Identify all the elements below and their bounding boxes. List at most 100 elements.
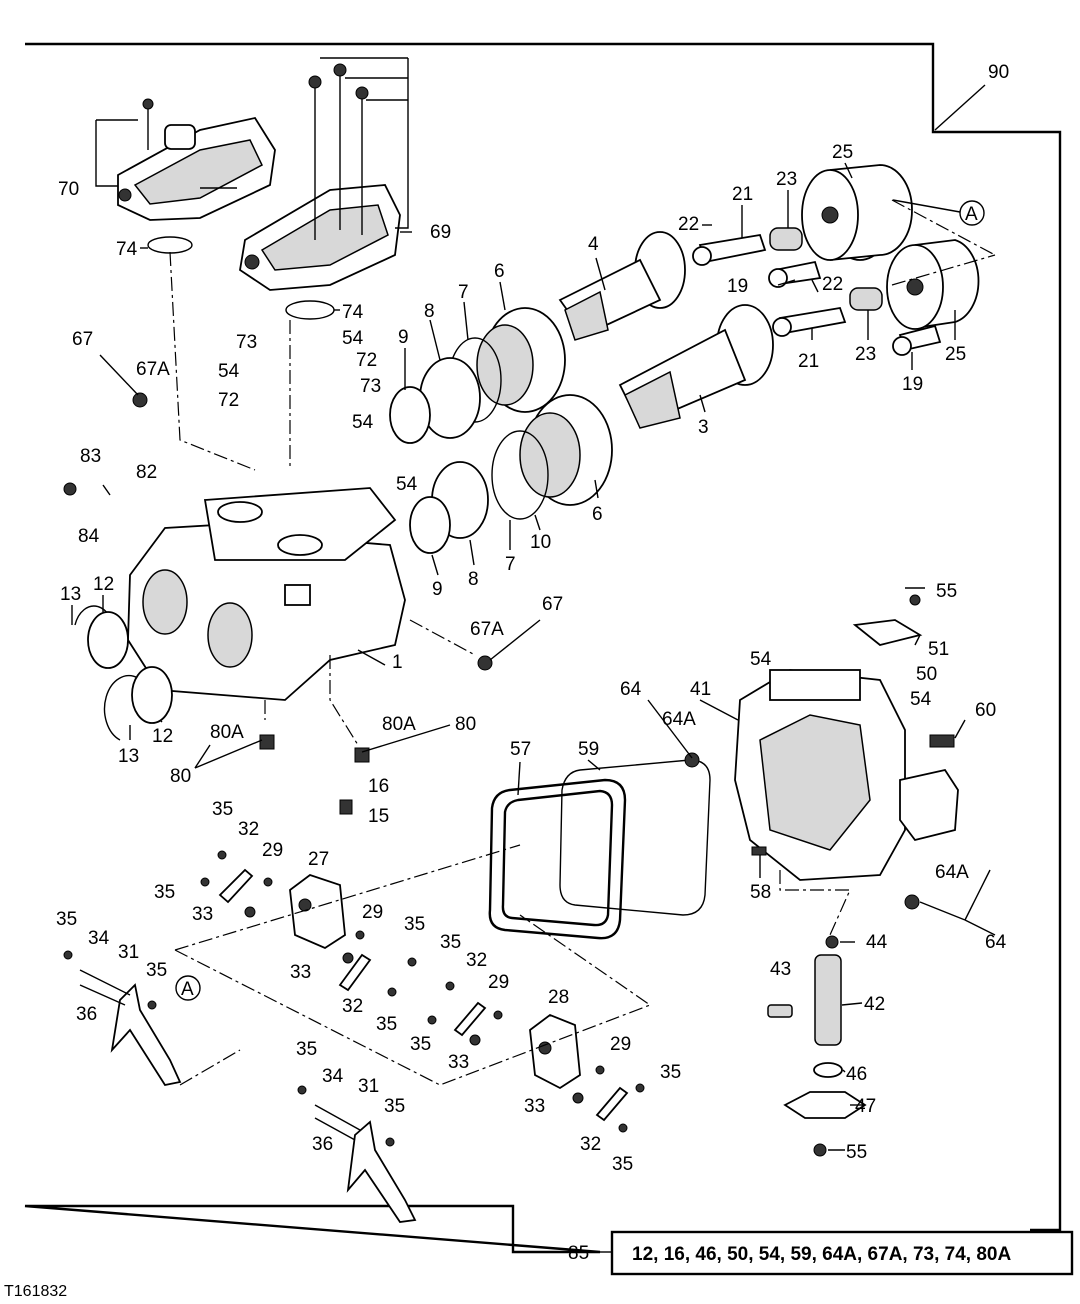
shift-fork-31-b (314, 1104, 417, 1223)
view-marker-circle (959, 200, 985, 226)
callout: 34 (88, 928, 110, 949)
callout: 35 (612, 1154, 633, 1175)
fasteners-35 (63, 850, 645, 1147)
callout-labels: 90 25 23 21 22 19 22 21 23 19 25 A 4 6 7… (56, 62, 1009, 1175)
stem-42-cap-47 (684, 734, 955, 1157)
callout: 64 (620, 679, 642, 700)
callout: 80 (455, 714, 476, 735)
callout: 74 (116, 239, 138, 260)
callout: 51 (928, 639, 949, 660)
view-marker-circle (175, 975, 201, 1001)
callout: 29 (262, 840, 283, 861)
callout: 67A (136, 359, 170, 380)
callout: 80 (170, 766, 191, 787)
callout: 35 (212, 799, 233, 820)
callout: 82 (136, 462, 157, 483)
callout: 35 (376, 1014, 397, 1035)
figure-id: T161832 (4, 1283, 67, 1300)
snap-rings-13-seals-12 (74, 605, 173, 741)
callout: 50 (916, 664, 937, 685)
seal-57 (488, 778, 627, 940)
callout: 67 (542, 594, 563, 615)
detent-housing-27 (289, 873, 346, 950)
callout: 32 (342, 996, 363, 1017)
callout: 32 (466, 950, 487, 971)
pistons-21-19 (692, 233, 942, 356)
callout: 35 (56, 909, 77, 930)
callout: 35 (404, 914, 425, 935)
callout: 80A (382, 714, 416, 735)
callout: 7 (458, 282, 469, 303)
callout: 59 (578, 739, 599, 760)
callout: 35 (440, 932, 461, 953)
callout: 34 (322, 1066, 344, 1087)
callout: 54 (342, 328, 364, 349)
shift-fork-31-a (79, 969, 182, 1087)
callout: 3 (698, 417, 709, 438)
callout: 6 (592, 504, 603, 525)
callout: 29 (610, 1034, 631, 1055)
callout: 73 (236, 332, 257, 353)
cylinder-block-25-a (801, 164, 913, 261)
callout: 64A (662, 709, 696, 730)
callout: 44 (866, 932, 888, 953)
callout: 1 (392, 652, 403, 673)
callout: 54 (218, 361, 240, 382)
callout: 41 (690, 679, 711, 700)
valve-69 (239, 63, 401, 291)
callout: 54 (750, 649, 772, 670)
seal-74-a (147, 236, 193, 254)
callout: 25 (945, 344, 966, 365)
callout: 54 (352, 412, 374, 433)
callout: 54 (910, 689, 932, 710)
callout: 33 (448, 1052, 469, 1073)
callout: 25 (832, 142, 853, 163)
callout: 57 (510, 739, 531, 760)
callout: 67A (470, 619, 504, 640)
callout: 69 (430, 222, 451, 243)
callout: 72 (218, 390, 239, 411)
callout: 21 (798, 351, 819, 372)
callout: 64A (935, 862, 969, 883)
callout: 42 (864, 994, 885, 1015)
shaft-4 (558, 231, 686, 341)
bearings-6 (476, 307, 613, 506)
callout: 21 (732, 184, 753, 205)
callout: 33 (192, 904, 213, 925)
callout: 15 (368, 806, 389, 827)
callout: 9 (398, 327, 409, 348)
callout: 84 (78, 526, 100, 547)
callout: 43 (770, 959, 791, 980)
callout: 36 (312, 1134, 333, 1155)
cylinder-block-25-b (886, 239, 980, 330)
callout: 35 (660, 1062, 681, 1083)
callout: 54 (396, 474, 418, 495)
rings-7-8-9-10 (389, 337, 549, 554)
frame-boundary (24, 42, 1062, 1254)
callout: 19 (902, 374, 923, 395)
callout: 90 (988, 62, 1009, 83)
callout: 35 (154, 882, 175, 903)
callout: 32 (580, 1134, 601, 1155)
callout: 13 (118, 746, 139, 767)
callout: 83 (80, 446, 101, 467)
callout: 8 (424, 301, 435, 322)
callout: 33 (524, 1096, 545, 1117)
callout: 35 (384, 1096, 405, 1117)
callout: 31 (118, 942, 139, 963)
callout: 55 (936, 581, 957, 602)
kit-contents-box (610, 1230, 1074, 1276)
callout: A (181, 979, 194, 1000)
callout: 60 (975, 700, 996, 721)
seal-74-b (285, 300, 335, 320)
callout: 35 (410, 1034, 431, 1055)
callout: 35 (146, 960, 167, 981)
callout: 8 (468, 569, 479, 590)
kit-label: 85 (568, 1243, 589, 1264)
callout: 80A (210, 722, 244, 743)
callout: 16 (368, 776, 389, 797)
callout: 58 (750, 882, 771, 903)
callout: 55 (846, 1142, 867, 1163)
callout: 9 (432, 579, 443, 600)
